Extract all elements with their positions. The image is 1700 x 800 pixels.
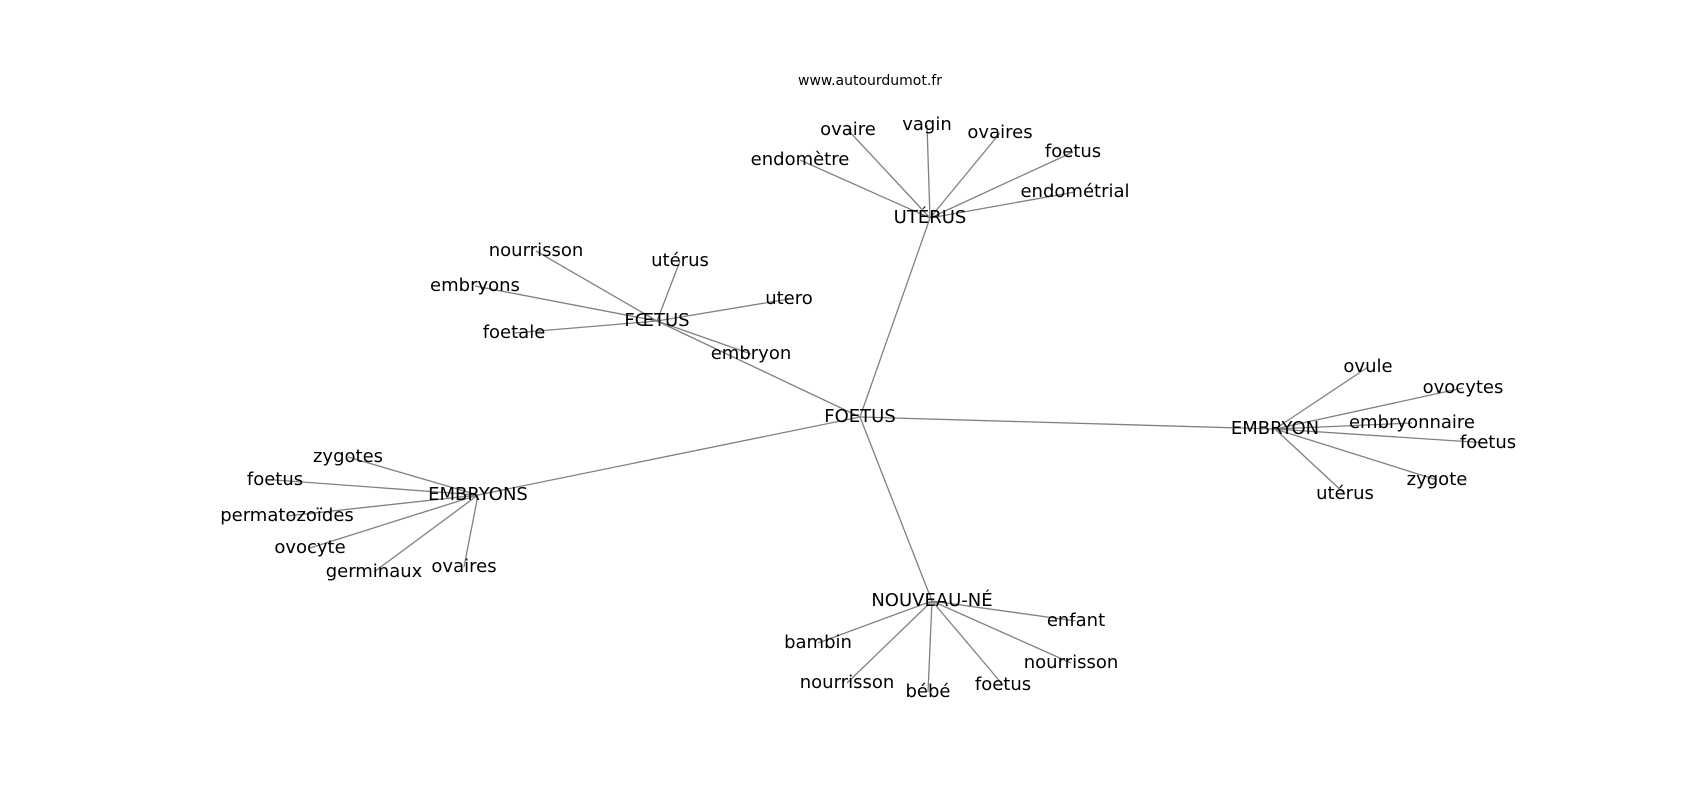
leaf-label: bébé xyxy=(906,681,951,702)
edge-embryons_hub-leaf-0 xyxy=(347,456,479,496)
edge-embryons_hub-leaf-5 xyxy=(463,494,479,568)
edge-embryons_hub-leaf-2 xyxy=(286,494,479,517)
leaf-label: permatozoïdes xyxy=(220,505,354,526)
leaf-label: zygotes xyxy=(313,446,383,467)
leaf-label: enfant xyxy=(1047,610,1105,631)
edge-uterus_hub-leaf-3 xyxy=(799,159,931,219)
edge-embryon_hub-leaf-2 xyxy=(1274,422,1413,430)
leaf-label: ovule xyxy=(1343,356,1392,377)
leaf-label: bambin xyxy=(784,632,852,653)
edge-foetus_hub-leaf-2 xyxy=(474,285,658,322)
leaf-label: ovaire xyxy=(820,119,876,140)
leaf-label: foetus xyxy=(247,469,303,490)
leaf-label: endomètre xyxy=(751,149,850,170)
leaf-label: ovocytes xyxy=(1423,377,1504,398)
leaf-label: vagin xyxy=(902,114,952,135)
hub-label: EMBRYONS xyxy=(428,484,528,505)
hub-label: UTÉRUS xyxy=(894,206,967,228)
edge-nouveaune_hub-leaf-5 xyxy=(931,600,1004,686)
leaf-label: embryon xyxy=(711,343,792,364)
edge-nouveaune_hub-leaf-0 xyxy=(931,600,1077,622)
edge-embryons_hub-leaf-4 xyxy=(373,494,479,573)
edge-uterus_hub-leaf-5 xyxy=(929,191,1076,219)
edge-foetus_hub-leaf-5 xyxy=(656,320,752,355)
edge-root-nouveaune_hub xyxy=(859,416,933,602)
leaf-label: ovaires xyxy=(967,122,1032,143)
leaf-label: utérus xyxy=(651,250,709,271)
hub-label: FŒTUS xyxy=(624,310,689,331)
edge-root-embryons_hub xyxy=(477,416,861,496)
leaf-label: zygote xyxy=(1407,469,1468,490)
hub-label: EMBRYON xyxy=(1231,418,1319,439)
edge-foetus_hub-leaf-0 xyxy=(535,250,658,322)
edge-uterus_hub-leaf-2 xyxy=(929,132,1001,219)
leaf-label: utérus xyxy=(1316,483,1374,504)
edge-root-uterus_hub xyxy=(859,217,931,418)
edge-embryon_hub-leaf-0 xyxy=(1274,366,1369,430)
leaf-label: nourrisson xyxy=(800,672,895,693)
leaf-label: nourrisson xyxy=(1024,652,1119,673)
leaf-label: embryonnaire xyxy=(1349,412,1475,433)
edge-nouveaune_hub-leaf-4 xyxy=(927,600,933,693)
hub-label: NOUVEAU-NÉ xyxy=(871,589,992,611)
edge-foetus_hub-leaf-4 xyxy=(513,320,658,334)
leaf-label: embryons xyxy=(430,275,520,296)
edge-nouveaune_hub-leaf-3 xyxy=(931,600,1072,664)
edge-foetus_hub-leaf-3 xyxy=(656,298,790,322)
root-label: FOETUS xyxy=(824,406,896,427)
edge-uterus_hub-leaf-4 xyxy=(929,151,1074,219)
leaf-label: germinaux xyxy=(326,561,423,582)
leaf-label: utero xyxy=(765,288,813,309)
leaf-label: ovocyte xyxy=(274,537,345,558)
edge-embryons_hub-leaf-3 xyxy=(309,494,479,549)
edge-embryons_hub-leaf-1 xyxy=(274,479,479,496)
leaf-label: nourrisson xyxy=(489,240,584,261)
leaf-label: foetus xyxy=(1045,141,1101,162)
edge-uterus_hub-leaf-0 xyxy=(847,129,931,219)
leaf-label: foetale xyxy=(483,322,546,343)
edge-embryon_hub-leaf-4 xyxy=(1274,428,1438,481)
edge-root-embryon_hub xyxy=(859,416,1276,430)
edge-embryon_hub-leaf-5 xyxy=(1274,428,1346,495)
leaf-label: foetus xyxy=(1460,432,1516,453)
leaf-label: foetus xyxy=(975,674,1031,695)
label-layer: ovaire vagin ovaires endomètre foetus endomét… xyxy=(220,114,1516,702)
leaf-label: ovaires xyxy=(431,556,496,577)
edge-embryon_hub-leaf-1 xyxy=(1274,387,1464,430)
edge-nouveaune_hub-leaf-1 xyxy=(817,600,933,644)
edge-foetus_hub-leaf-1 xyxy=(656,260,681,322)
edge-uterus_hub-leaf-1 xyxy=(926,124,931,219)
edge-root-foetus_hub xyxy=(656,320,861,418)
edge-layer xyxy=(274,124,1489,693)
edge-embryon_hub-leaf-3 xyxy=(1274,428,1489,444)
edge-nouveaune_hub-leaf-2 xyxy=(846,600,933,684)
leaf-label: endométrial xyxy=(1020,181,1129,202)
